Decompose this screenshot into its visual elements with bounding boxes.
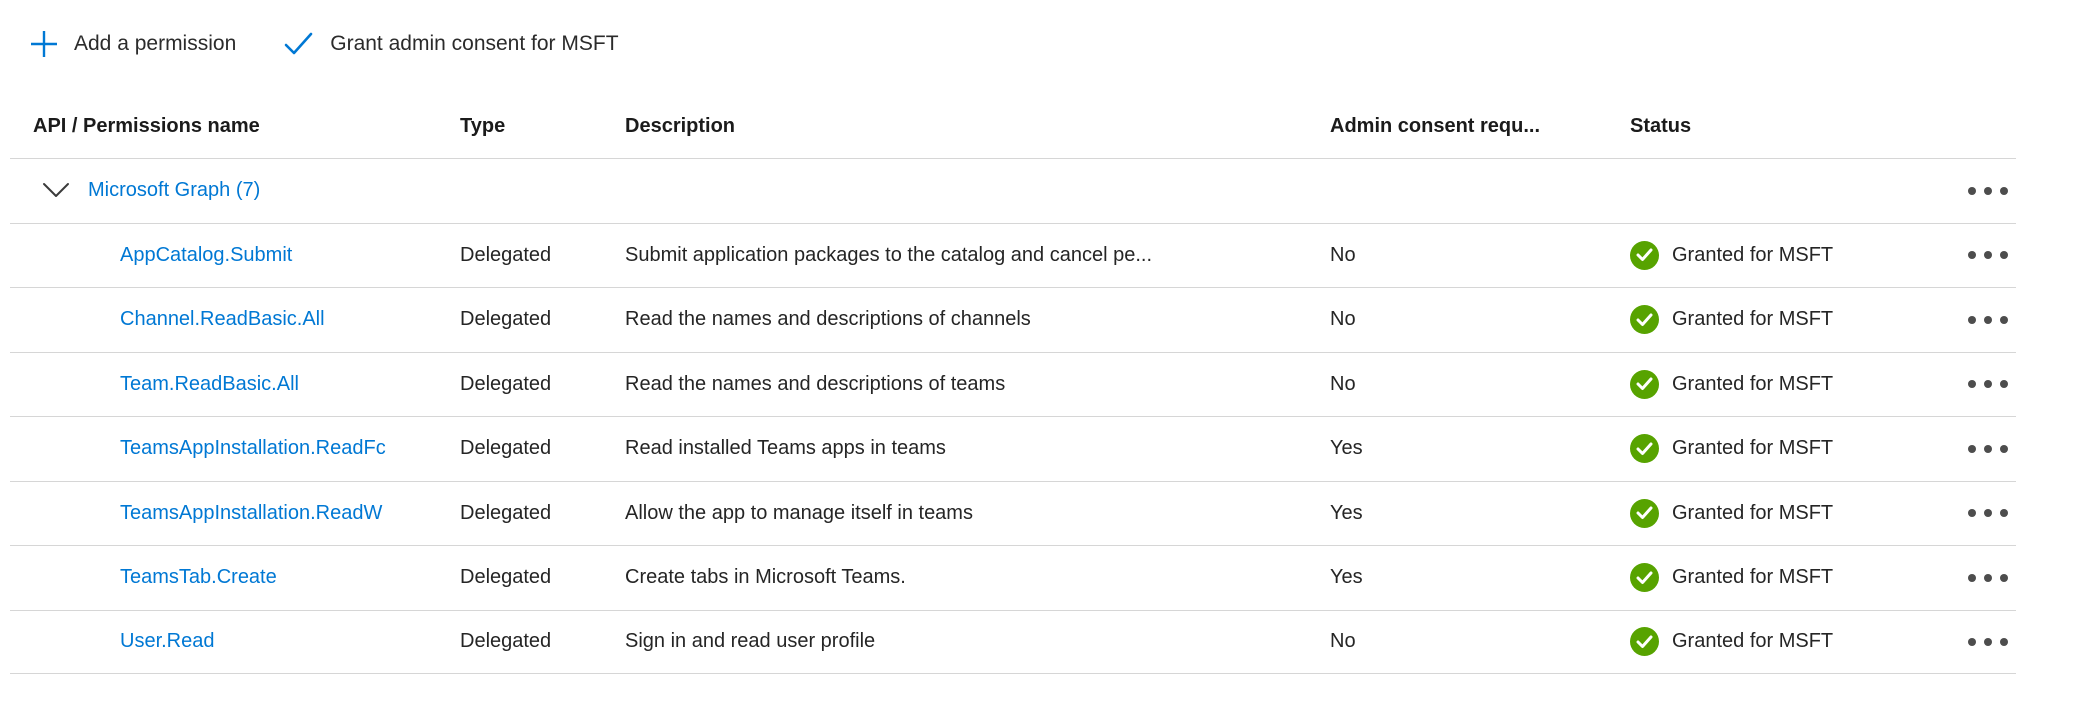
header-api-permissions-name: API / Permissions name (33, 114, 260, 137)
row-actions-button[interactable] (1964, 439, 2012, 459)
permission-type: Delegated (460, 437, 552, 460)
grant-admin-consent-button[interactable]: Grant admin consent for MSFT (284, 32, 619, 56)
table-row: TeamsAppInstallation.ReadW Delegated All… (10, 480, 2016, 546)
header-description: Description (625, 114, 736, 137)
header-status: Status (1630, 114, 1692, 137)
status-text: Granted for MSFT (1672, 566, 1834, 589)
permission-description: Read the names and descriptions of teams (625, 372, 1006, 395)
permission-description: Allow the app to manage itself in teams (625, 501, 973, 524)
ellipsis-icon (1968, 186, 1976, 195)
permissions-toolbar: Add a permission Grant admin consent for… (0, 0, 2078, 64)
chevron-down-icon[interactable] (42, 182, 70, 199)
row-actions-button[interactable] (1964, 568, 2012, 588)
table-row: AppCatalog.Submit Delegated Submit appli… (10, 222, 2016, 288)
permission-description: Read installed Teams apps in teams (625, 437, 946, 460)
permission-link[interactable]: TeamsAppInstallation.ReadW (120, 501, 383, 524)
header-type: Type (460, 114, 506, 137)
permission-link[interactable]: AppCatalog.Submit (120, 243, 293, 266)
admin-consent-value: No (1330, 372, 1356, 395)
table-row: TeamsAppInstallation.ReadFc Delegated Re… (10, 416, 2016, 481)
admin-consent-value: Yes (1330, 501, 1363, 524)
permission-type: Delegated (460, 308, 552, 331)
status-cell: Granted for MSFT (1630, 434, 1960, 464)
row-actions-button[interactable] (1964, 374, 2012, 394)
grant-admin-consent-label: Grant admin consent for MSFT (330, 32, 619, 55)
granted-check-icon (1630, 305, 1659, 335)
admin-consent-value: No (1330, 630, 1356, 653)
status-text: Granted for MSFT (1672, 308, 1834, 331)
header-admin-consent-required: Admin consent requ... (1330, 114, 1541, 137)
status-cell: Granted for MSFT (1630, 240, 1960, 270)
status-text: Granted for MSFT (1672, 630, 1834, 653)
group-row-actions-button[interactable] (1964, 181, 2012, 201)
ellipsis-icon (1968, 251, 1976, 260)
row-actions-button[interactable] (1964, 245, 2012, 265)
admin-consent-value: Yes (1330, 566, 1363, 589)
permission-description: Read the names and descriptions of chann… (625, 308, 1031, 331)
permission-link[interactable]: User.Read (120, 630, 215, 653)
table-row: Team.ReadBasic.All Delegated Read the na… (10, 351, 2016, 417)
admin-consent-value: Yes (1330, 437, 1363, 460)
permission-link[interactable]: Team.ReadBasic.All (120, 372, 299, 395)
permission-description: Sign in and read user profile (625, 630, 876, 653)
permission-type: Delegated (460, 630, 552, 653)
status-cell: Granted for MSFT (1630, 305, 1960, 335)
granted-check-icon (1630, 627, 1659, 657)
admin-consent-value: No (1330, 308, 1356, 331)
granted-check-icon (1630, 498, 1659, 528)
granted-check-icon (1630, 369, 1659, 399)
permission-description: Submit application packages to the catal… (625, 243, 1153, 266)
status-text: Granted for MSFT (1672, 372, 1834, 395)
status-cell: Granted for MSFT (1630, 369, 1960, 399)
granted-check-icon (1630, 240, 1659, 270)
microsoft-graph-group-row: Microsoft Graph (7) (10, 158, 2016, 223)
status-text: Granted for MSFT (1672, 501, 1834, 524)
permission-type: Delegated (460, 243, 552, 266)
checkmark-icon (284, 32, 314, 56)
status-cell: Granted for MSFT (1630, 627, 1960, 657)
ellipsis-icon (1968, 380, 1976, 389)
granted-check-icon (1630, 434, 1659, 464)
status-cell: Granted for MSFT (1630, 498, 1960, 528)
permission-link[interactable]: TeamsTab.Create (120, 566, 277, 589)
add-permission-label: Add a permission (74, 32, 237, 55)
row-actions-button[interactable] (1964, 632, 2012, 652)
admin-consent-value: No (1330, 243, 1356, 266)
permission-type: Delegated (460, 501, 552, 524)
table-row: Channel.ReadBasic.All Delegated Read the… (10, 287, 2016, 352)
permission-type: Delegated (460, 372, 552, 395)
ellipsis-icon (1968, 315, 1976, 324)
plus-icon (30, 30, 58, 58)
permission-link[interactable]: Channel.ReadBasic.All (120, 308, 325, 331)
permission-type: Delegated (460, 566, 552, 589)
api-permissions-table: API / Permissions name Type Description … (10, 94, 2016, 674)
permission-link[interactable]: TeamsAppInstallation.ReadFc (120, 437, 386, 460)
status-text: Granted for MSFT (1672, 243, 1834, 266)
row-actions-button[interactable] (1964, 503, 2012, 523)
status-text: Granted for MSFT (1672, 437, 1834, 460)
add-permission-button[interactable]: Add a permission (30, 30, 236, 58)
granted-check-icon (1630, 563, 1659, 593)
permission-description: Create tabs in Microsoft Teams. (625, 566, 906, 589)
ellipsis-icon (1968, 509, 1976, 518)
table-header-row: API / Permissions name Type Description … (10, 94, 2016, 158)
table-row: User.Read Delegated Sign in and read use… (10, 609, 2016, 674)
ellipsis-icon (1968, 637, 1976, 646)
ellipsis-icon (1968, 573, 1976, 582)
ellipsis-icon (1968, 444, 1976, 453)
row-actions-button[interactable] (1964, 310, 2012, 330)
table-row: TeamsTab.Create Delegated Create tabs in… (10, 545, 2016, 610)
microsoft-graph-group-link[interactable]: Microsoft Graph (7) (88, 179, 261, 202)
status-cell: Granted for MSFT (1630, 563, 1960, 593)
